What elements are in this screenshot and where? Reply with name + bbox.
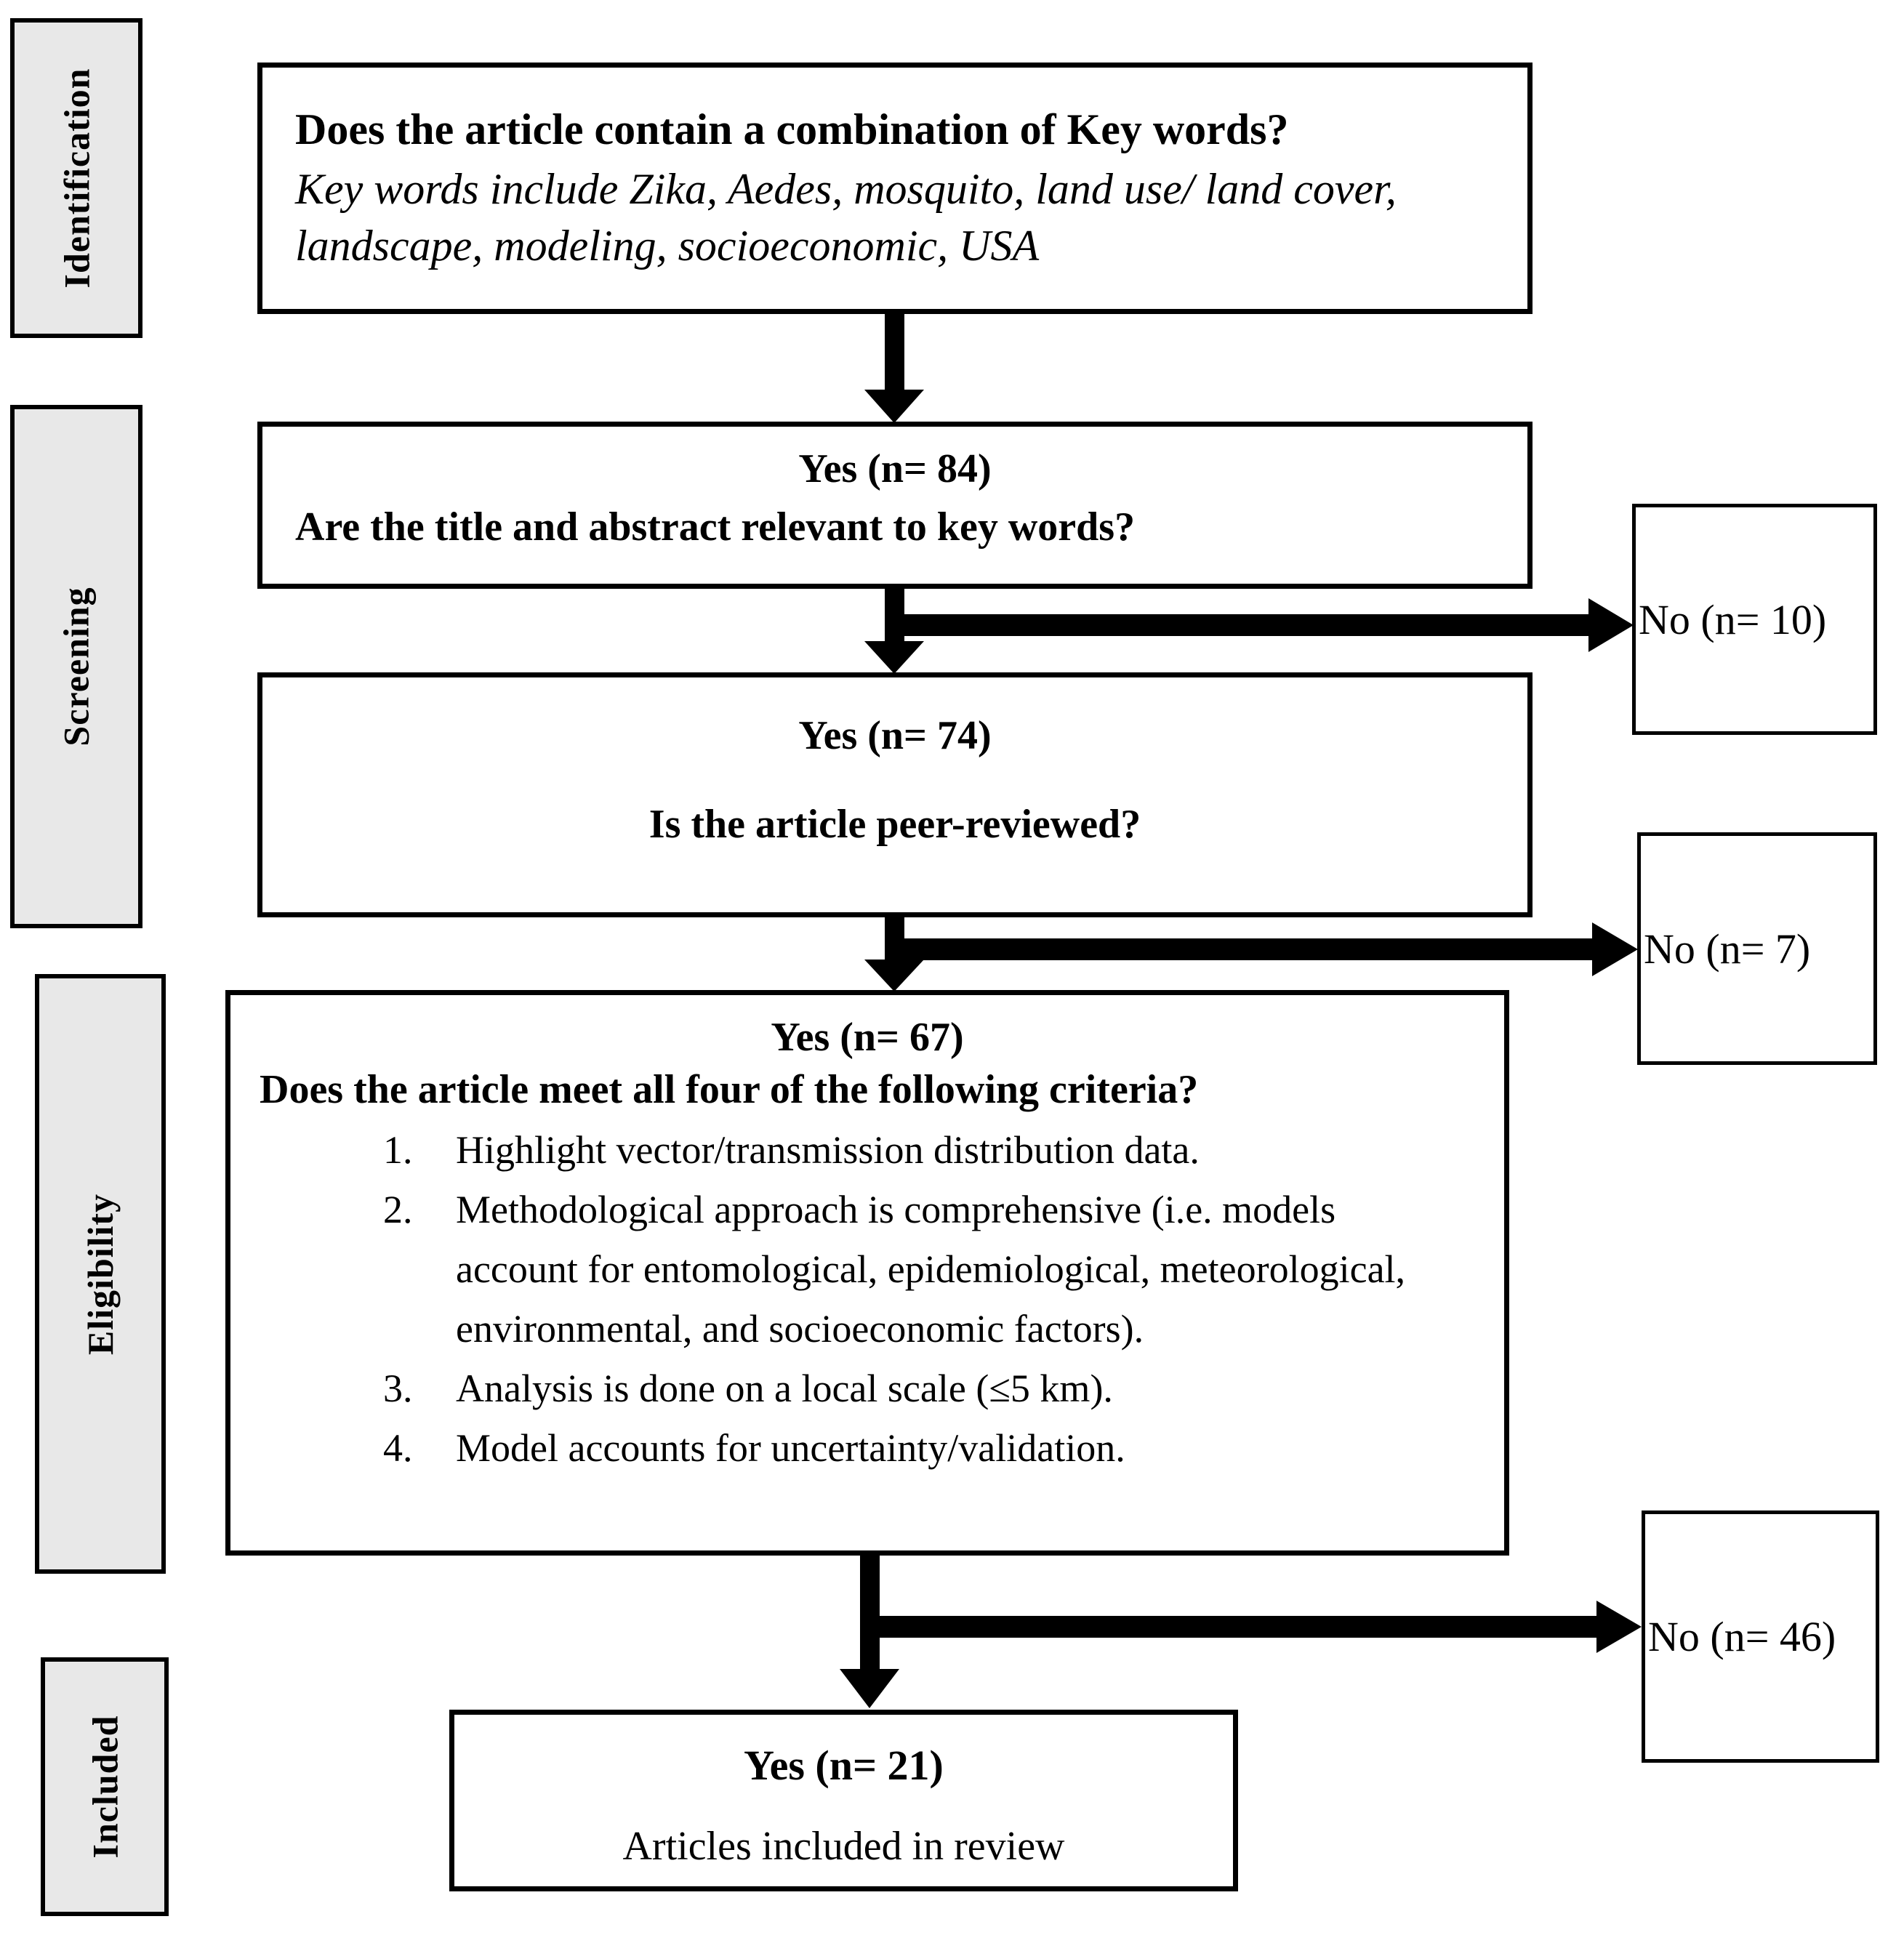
keywords-question: Does the article contain a combination o… xyxy=(295,105,1289,153)
arrow-branch-to-no10-head xyxy=(1588,598,1634,652)
arrow-branch-to-no10-bar xyxy=(894,614,1588,636)
stage-label-included: Included xyxy=(41,1657,169,1916)
stage-label-eligibility-text: Eligibility xyxy=(80,1193,121,1355)
peer-reviewed-count: Yes (n= 74) xyxy=(798,713,992,758)
peer-reviewed-question: Is the article peer-reviewed? xyxy=(648,802,1141,847)
arrow-eligibility-to-included-stem xyxy=(860,1554,880,1670)
eligibility-criteria-box: Yes (n= 67) Does the article meet all fo… xyxy=(225,990,1509,1556)
stage-label-screening-text: Screening xyxy=(56,587,97,747)
criteria-item-2: 2. Methodological approach is comprehens… xyxy=(383,1180,1475,1359)
criteria-item-3-number: 3. xyxy=(383,1367,413,1411)
criteria-item-1-number: 1. xyxy=(383,1128,413,1172)
criteria-item-2-number: 2. xyxy=(383,1188,413,1232)
criteria-item-2-text: Methodological approach is comprehensive… xyxy=(456,1188,1406,1351)
stage-label-identification: Identification xyxy=(10,18,142,338)
criteria-item-3: 3. Analysis is done on a local scale (≤5… xyxy=(383,1359,1475,1418)
included-note: Articles included in review xyxy=(622,1824,1065,1869)
excluded-no46-label: No (n= 46) xyxy=(1648,1613,1836,1660)
eligibility-count: Yes (n= 67) xyxy=(771,1015,964,1060)
title-abstract-question: Are the title and abstract relevant to k… xyxy=(295,504,1136,550)
stage-label-identification-text: Identification xyxy=(56,68,97,289)
stage-label-screening: Screening xyxy=(10,405,142,928)
criteria-item-4-number: 4. xyxy=(383,1426,413,1471)
included-articles-box: Yes (n= 21) Articles included in review xyxy=(449,1710,1238,1891)
excluded-box-no10: No (n= 10) xyxy=(1632,504,1877,735)
arrow-branch-to-no46-head xyxy=(1596,1601,1642,1653)
title-abstract-count: Yes (n= 84) xyxy=(798,446,992,491)
included-count: Yes (n= 21) xyxy=(744,1742,944,1789)
criteria-item-1: 1. Highlight vector/transmission distrib… xyxy=(383,1120,1475,1180)
stage-label-eligibility: Eligibility xyxy=(35,974,166,1574)
excluded-no10-label: No (n= 10) xyxy=(1639,595,1827,643)
arrow-screening1-to-screening2-head xyxy=(864,641,924,674)
arrow-eligibility-to-included-head xyxy=(840,1669,899,1708)
excluded-box-no46: No (n= 46) xyxy=(1642,1510,1879,1763)
criteria-list: 1. Highlight vector/transmission distrib… xyxy=(260,1120,1475,1478)
arrow-branch-to-no7-bar xyxy=(894,938,1592,960)
keywords-question-box: Does the article contain a combination o… xyxy=(257,63,1533,314)
arrow-screening2-to-eligibility-head xyxy=(864,960,924,991)
stage-label-included-text: Included xyxy=(84,1715,125,1859)
arrow-identification-to-screening-head xyxy=(864,390,924,423)
excluded-box-no7: No (n= 7) xyxy=(1637,832,1877,1065)
excluded-no7-label: No (n= 7) xyxy=(1644,925,1811,973)
arrow-branch-to-no7-head xyxy=(1592,922,1638,976)
criteria-item-4-text: Model accounts for uncertainty/validatio… xyxy=(456,1426,1125,1471)
arrow-identification-to-screening-stem xyxy=(885,313,904,390)
eligibility-question: Does the article meet all four of the fo… xyxy=(260,1067,1199,1112)
title-abstract-box: Yes (n= 84) Are the title and abstract r… xyxy=(257,422,1533,589)
peer-reviewed-box: Yes (n= 74) Is the article peer-reviewed… xyxy=(257,672,1533,917)
arrow-branch-to-no46-bar xyxy=(869,1616,1596,1638)
criteria-item-3-text: Analysis is done on a local scale (≤5 km… xyxy=(456,1367,1113,1411)
criteria-item-1-text: Highlight vector/transmission distributi… xyxy=(456,1128,1200,1172)
criteria-item-4: 4. Model accounts for uncertainty/valida… xyxy=(383,1418,1475,1478)
keywords-list: Key words include Zika, Aedes, mosquito,… xyxy=(295,165,1397,270)
